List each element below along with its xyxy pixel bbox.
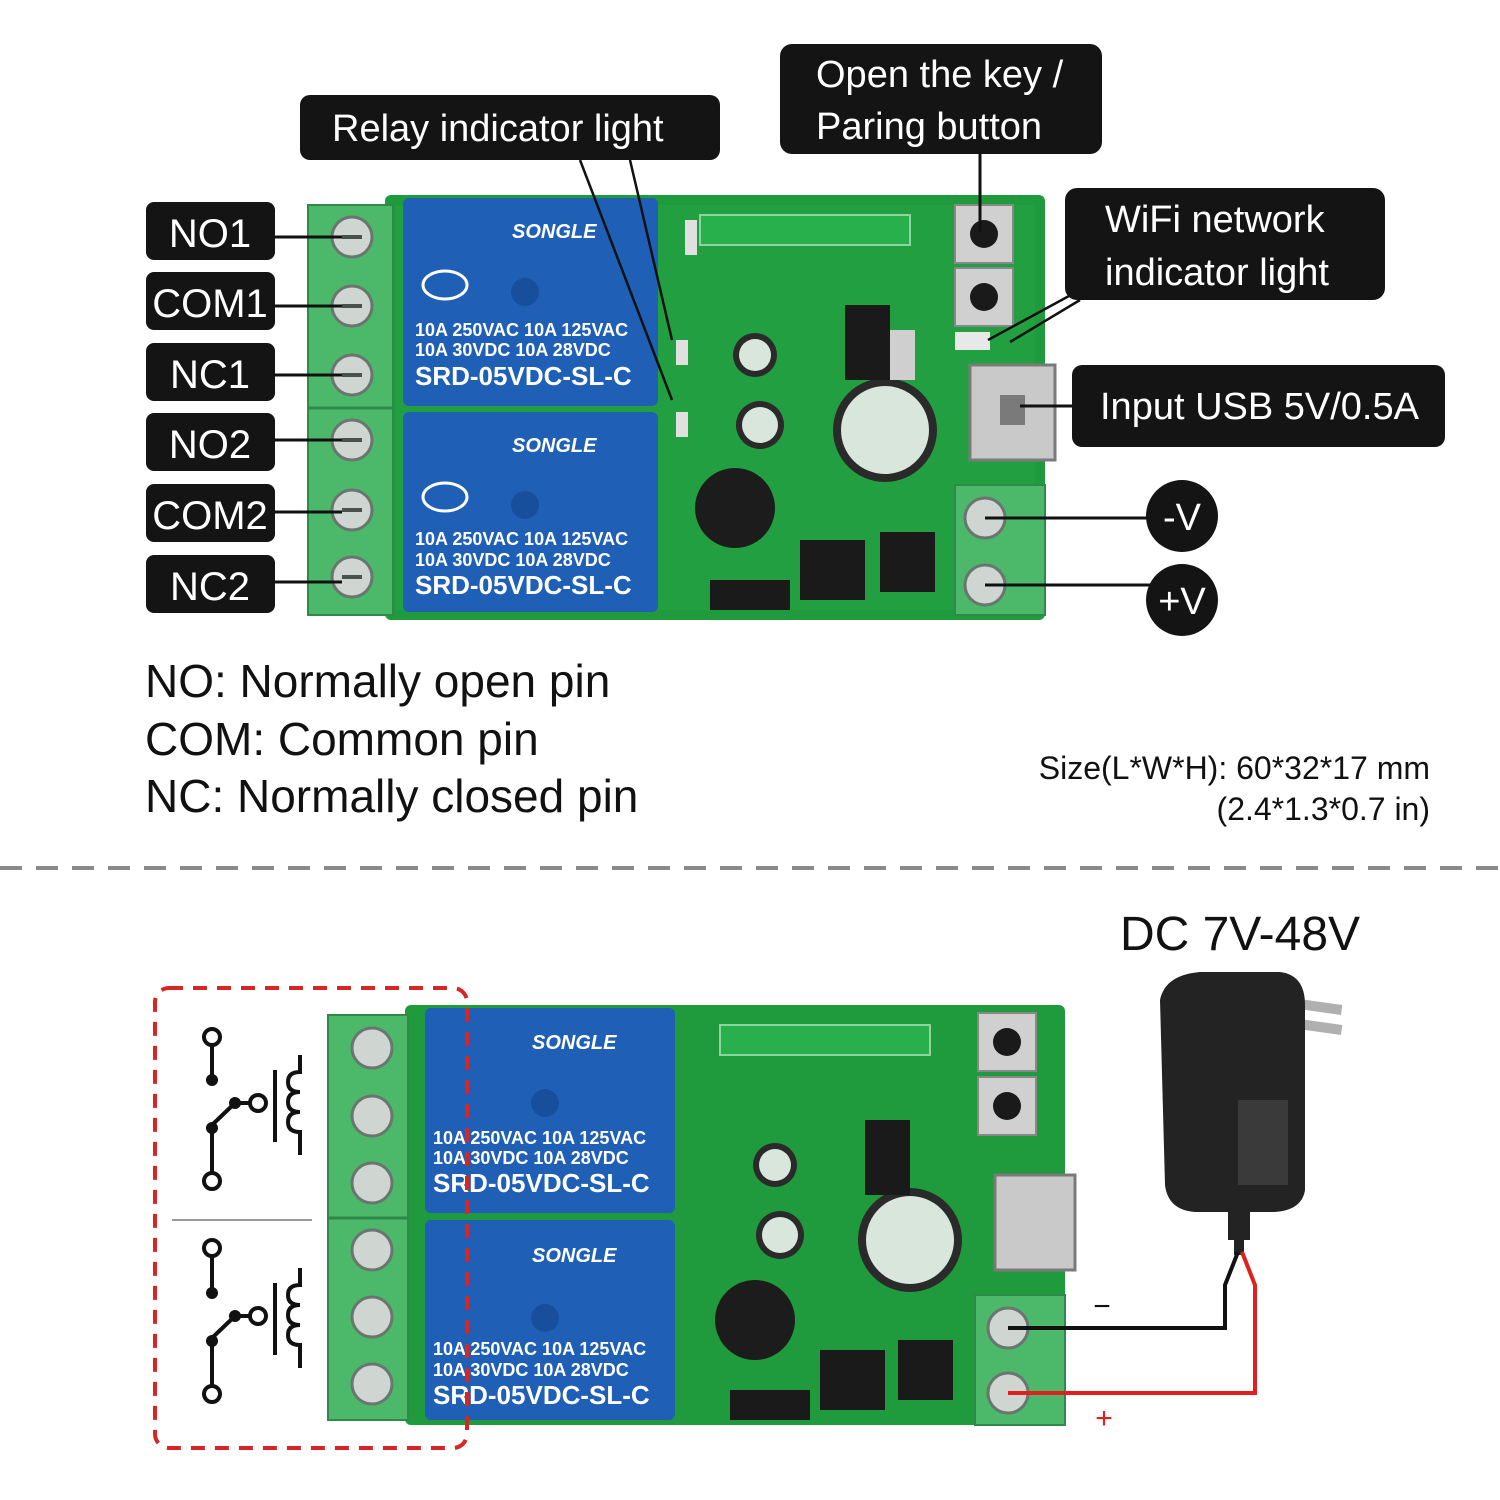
- relay-rating-2: 10A 30VDC 10A 28VDC: [415, 340, 611, 360]
- legend-nc: NC: Normally closed pin: [145, 770, 638, 822]
- relay-rating-2: 10A 30VDC 10A 28VDC: [415, 550, 611, 570]
- relay-rating-1: 10A 250VAC 10A 125VAC: [433, 1128, 646, 1148]
- bottom-relay-2: SONGLE 10A 250VAC 10A 125VAC 10A 30VDC 1…: [425, 1220, 675, 1420]
- bottom-relay-1: SONGLE 10A 250VAC 10A 125VAC 10A 30VDC 1…: [425, 1008, 675, 1213]
- pin-label-com2: COM2: [152, 494, 268, 538]
- size-line-2: (2.4*1.3*0.7 in): [1217, 791, 1430, 827]
- top-terminal-block-left: [307, 204, 394, 616]
- relay-brand: SONGLE: [532, 1032, 617, 1054]
- pin-label-nc1: NC1: [170, 353, 250, 397]
- top-components: [676, 204, 1057, 610]
- relay-model: SRD-05VDC-SL-C: [433, 1380, 650, 1410]
- relay-rating-2: 10A 30VDC 10A 28VDC: [433, 1148, 629, 1168]
- pin-label-no2: NO2: [169, 423, 251, 467]
- relay-brand: SONGLE: [512, 435, 597, 457]
- wire-plus-label: +: [1095, 1402, 1113, 1435]
- adapter-voltage-label: DC 7V-48V: [1120, 908, 1360, 961]
- legend: NO: Normally open pin COM: Common pin NC…: [145, 655, 638, 822]
- legend-com: COM: Common pin: [145, 713, 539, 765]
- power-adapter: DC 7V-48V: [1120, 908, 1360, 1255]
- wire-minus-label: −: [1093, 1290, 1111, 1323]
- relay-rating-1: 10A 250VAC 10A 125VAC: [415, 320, 628, 340]
- positive-wire: [1008, 1251, 1257, 1395]
- relay-model: SRD-05VDC-SL-C: [433, 1168, 650, 1198]
- callouts: Relay indicator light Open the key / Par…: [300, 44, 1445, 636]
- open-key-callout-line2: Paring button: [816, 106, 1042, 148]
- relay-rating-1: 10A 250VAC 10A 125VAC: [415, 529, 628, 549]
- top-relay-2: SONGLE 10A 250VAC 10A 125VAC 10A 30VDC 1…: [403, 412, 658, 612]
- pin-label-no1: NO1: [169, 212, 251, 256]
- plus-v-label: +V: [1158, 581, 1206, 623]
- relay-brand: SONGLE: [532, 1245, 617, 1267]
- legend-no: NO: Normally open pin: [145, 655, 610, 707]
- usb-input-callout: Input USB 5V/0.5A: [1100, 386, 1420, 428]
- size-info: Size(L*W*H): 60*32*17 mm (2.4*1.3*0.7 in…: [1039, 750, 1430, 827]
- open-key-callout-line1: Open the key /: [816, 54, 1064, 96]
- relay-indicator-callout: Relay indicator light: [332, 108, 664, 150]
- minus-v-label: -V: [1163, 497, 1202, 539]
- wifi-callout-line1: WiFi network: [1105, 199, 1326, 241]
- relay-rating-2: 10A 30VDC 10A 28VDC: [433, 1360, 629, 1380]
- size-line-1: Size(L*W*H): 60*32*17 mm: [1039, 750, 1430, 786]
- pin-label-com1: COM1: [152, 282, 268, 326]
- pin-label-nc2: NC2: [170, 565, 250, 609]
- top-relay-1: SONGLE 10A 250VAC 10A 125VAC 10A 30VDC 1…: [403, 198, 658, 406]
- relay-model: SRD-05VDC-SL-C: [415, 570, 632, 600]
- power-wires: [1008, 1251, 1257, 1395]
- relay-brand: SONGLE: [512, 221, 597, 243]
- pin-labels: NO1 COM1 NC1 NO2 COM2 NC2: [146, 202, 342, 613]
- wifi-callout-line2: indicator light: [1105, 252, 1329, 294]
- top-board: SONGLE 10A 250VAC 10A 125VAC 10A 30VDC 1…: [307, 195, 1057, 620]
- relay-model: SRD-05VDC-SL-C: [415, 361, 632, 391]
- relay-rating-1: 10A 250VAC 10A 125VAC: [433, 1339, 646, 1359]
- negative-wire: [1008, 1251, 1240, 1330]
- schematic-highlight-box: [153, 986, 469, 1450]
- bottom-board: SONGLE 10A 250VAC 10A 125VAC 10A 30VDC 1…: [327, 1005, 1077, 1426]
- relay-switch-symbols: [202, 1027, 302, 1404]
